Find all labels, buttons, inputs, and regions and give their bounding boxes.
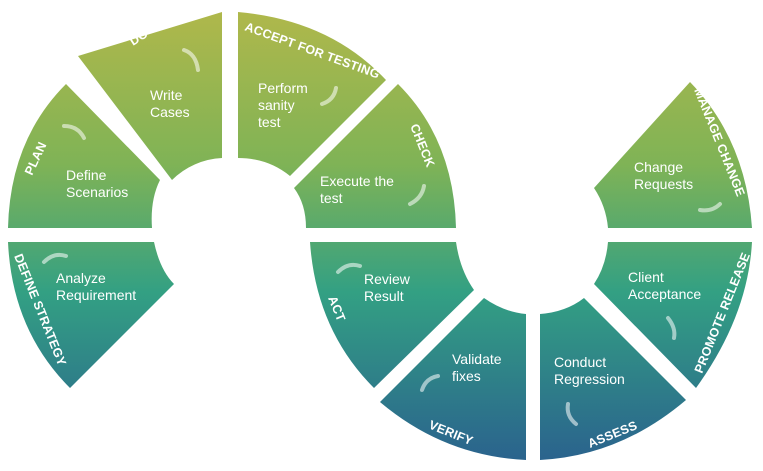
- segment-text-line: Scenarios: [66, 184, 128, 200]
- segment-text-line: Validate: [452, 351, 502, 367]
- segment-text-line: Perform: [258, 80, 308, 96]
- segment-text-line: Conduct: [554, 354, 606, 370]
- cycle-arrow-icon: [62, 124, 86, 140]
- segment-text-line: Write: [150, 87, 183, 103]
- segment-text-line: Analyze: [56, 270, 106, 286]
- segment-act: ACT Review Result: [310, 242, 474, 388]
- segment-text-line: Regression: [554, 371, 625, 387]
- segment-text-line: Acceptance: [628, 286, 701, 302]
- cycle-arrow-icon: [565, 402, 578, 426]
- segment-text-line: Requests: [634, 176, 693, 192]
- cycle-arrow-icon: [698, 202, 722, 213]
- segment-text-line: Change: [634, 159, 683, 175]
- cycle-arrow-icon: [420, 374, 440, 392]
- segment-check: CHECK Execute the test: [294, 84, 456, 228]
- segment-promote-release: PROMOTE RELEASE Client Acceptance: [594, 242, 753, 388]
- segment-do: DO Write Cases: [78, 12, 222, 180]
- segment-text-line: fixes: [452, 368, 481, 384]
- segment-plan: PLAN Define Scenarios: [8, 84, 160, 228]
- segment-verify: VERIFY Validate fixes: [380, 298, 526, 460]
- segment-text-line: sanity: [258, 97, 295, 113]
- segment-define-strategy: DEFINE STRATEGY Analyze Requirement: [8, 242, 174, 388]
- segment-text-line: test: [320, 190, 343, 206]
- cycle-arrow-icon: [182, 48, 200, 72]
- segment-text-line: Result: [364, 288, 404, 304]
- segment-text-line: Review: [364, 271, 411, 287]
- segment-assess: ASSESS Conduct Regression: [540, 298, 686, 460]
- cycle-arrow-icon: [408, 184, 426, 206]
- segment-text-line: Client: [628, 269, 664, 285]
- cycle-arrow-icon: [320, 86, 338, 106]
- segment-text-line: Cases: [150, 104, 190, 120]
- segment-text-line: Execute the: [320, 173, 394, 189]
- segment-manage-change: MANAGE CHANGE Change Requests: [594, 82, 752, 228]
- segment-text-line: Requirement: [56, 287, 136, 303]
- cycle-arrow-icon: [666, 316, 677, 340]
- segment-text-line: Define: [66, 167, 107, 183]
- cycle-arrow-icon: [336, 262, 362, 274]
- segment-text-line: test: [258, 114, 281, 130]
- cycle-arrow-icon: [42, 252, 68, 264]
